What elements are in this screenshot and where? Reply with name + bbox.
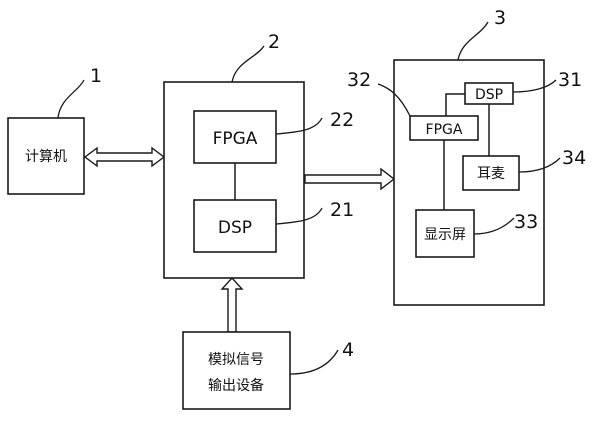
unit2-fpga-ref-leader: [275, 117, 323, 135]
unit3-earphone-ref-number: 34: [562, 147, 586, 169]
unit3-fpga-ref-leader: [377, 83, 411, 117]
unit3-display-ref-leader: [473, 217, 515, 235]
computer-ref-number: 1: [90, 65, 102, 87]
unit3-dsp-ref-number: 31: [558, 69, 582, 91]
unit2-dsp-ref-leader: [275, 207, 323, 225]
signal-source-ref-number: 4: [342, 339, 354, 361]
unit3-fpga-ref-number: 32: [347, 69, 371, 91]
unit3-dsp-label: DSP: [475, 87, 503, 103]
unit3-earphone-box: [462, 155, 520, 191]
signal-source-label-line1: 模拟信号: [208, 352, 264, 368]
unit2-ref-number: 2: [268, 31, 280, 53]
unit3-fpga-label: FPGA: [426, 122, 463, 138]
unit2-fpga-ref-number: 22: [330, 109, 354, 131]
unit3-dsp-fpga-link: [445, 93, 465, 116]
computer-ref-leader: [57, 79, 85, 119]
computer-label: 计算机: [25, 149, 67, 165]
computer-box: [7, 117, 85, 195]
unit3-ref-leader: [457, 21, 489, 61]
unit2-dsp-ref-number: 21: [330, 199, 354, 221]
signal-source-label-line2: 输出设备: [208, 377, 264, 394]
unit2-dsp-label: DSP: [218, 218, 252, 238]
unit3-ref-number: 3: [494, 7, 506, 29]
input-arrow: [220, 276, 244, 333]
unit2-ref-leader: [231, 45, 265, 83]
unit2-fpga-label: FPGA: [213, 129, 258, 149]
unit2-dsp-box: [193, 199, 277, 253]
unit3-display-label: 显示屏: [424, 227, 466, 243]
unit3-earphone-label: 耳麦: [477, 166, 505, 182]
signal-source-ref-leader: [289, 349, 339, 375]
output-arrow: [304, 167, 396, 191]
bidirectional-arrow: [83, 146, 166, 168]
signal-source-box: [182, 331, 291, 410]
unit3-earphone-ref-leader: [518, 157, 561, 173]
unit3-dsp-ref-leader: [512, 79, 557, 93]
unit3-display-ref-number: 33: [514, 211, 538, 233]
